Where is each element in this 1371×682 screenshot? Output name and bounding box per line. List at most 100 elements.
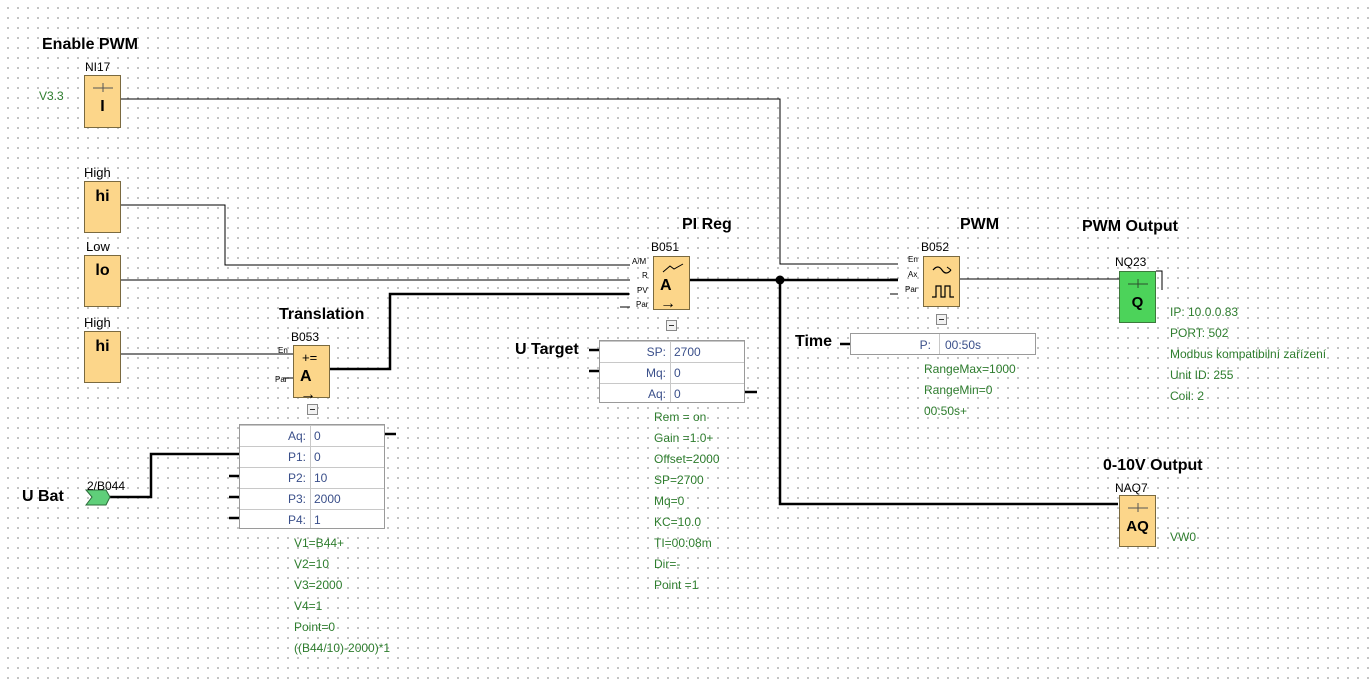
ubat-label: U Bat (22, 488, 64, 505)
param-row[interactable]: P3: 2000 (240, 488, 384, 509)
high-top-title: High (84, 165, 111, 180)
time-label: Time (795, 333, 833, 350)
param-row[interactable]: Mq: 0 (600, 362, 744, 383)
pin-label-par: Par (275, 375, 288, 384)
pin-label-par: Par (905, 285, 918, 294)
translation-id: B053 (291, 330, 320, 344)
analog-output-info-1: VW0 (1170, 530, 1197, 544)
pireg-info-3: Offset=2000 (654, 452, 720, 466)
block-symbol: hi (95, 188, 110, 205)
pireg-title: PI Reg (682, 216, 732, 233)
wire-translation-out (330, 292, 629, 371)
pireg-info-8: Dir=- (654, 557, 681, 571)
pin-label-am: A/M (632, 257, 647, 266)
pireg-info-9: Point =1 (654, 578, 699, 592)
arrow-right-icon: → (660, 295, 676, 312)
pireg-params-table: SP: 2700 Mq: 0 Aq: 0 (599, 340, 745, 403)
pwm-title: PWM (960, 216, 1000, 233)
translation-info-2: V2=10 (294, 557, 330, 571)
translation-info-4: V4=1 (294, 599, 323, 613)
block-symbol: lo (95, 262, 110, 279)
pin-label-par: Par (636, 300, 649, 309)
enable-pwm-param: V3.3 (39, 89, 64, 103)
block-b052-pwm[interactable] (923, 256, 960, 307)
pireg-info-1: Rem = on (654, 410, 707, 424)
pwm-wave-icon (932, 266, 954, 298)
param-value: 00:50s (945, 338, 982, 352)
block-nq23[interactable]: Q (1119, 271, 1156, 323)
pireg-info-2: Gain =1.0+ (654, 431, 714, 445)
network-input-icon (93, 83, 113, 92)
pwm-output-info-4: Unit ID: 255 (1170, 368, 1234, 382)
pireg-info-4: SP=2700 (654, 473, 704, 487)
analog-output-title: 0-10V Output (1103, 457, 1203, 474)
translation-info-5: Point=0 (294, 620, 336, 634)
utarget-label: U Target (515, 341, 579, 358)
collapse-button[interactable] (307, 404, 318, 415)
analog-output-id: NAQ7 (1115, 481, 1148, 495)
ubat-connector-icon (84, 489, 111, 506)
pwm-info-2: RangeMin=0 (924, 383, 993, 397)
block-high-bottom[interactable]: hi (84, 331, 121, 383)
pin-label-pv: PV (637, 286, 648, 295)
block-b053-translation[interactable]: += A → (293, 345, 330, 403)
pwm-output-info-3: Modbus kompatibilní zařízení (1170, 347, 1327, 361)
pwm-output-info-1: IP: 10.0.0.83 (1170, 305, 1239, 319)
pireg-info-7: TI=00:08m (654, 536, 712, 550)
block-symbol: hi (95, 338, 110, 355)
pi-curve-icon (662, 263, 684, 273)
block-high-top[interactable]: hi (84, 181, 121, 233)
network-output-icon (1128, 279, 1148, 288)
pireg-id: B051 (651, 240, 680, 254)
block-symbol: AQ (1126, 518, 1149, 535)
param-key: P: (919, 338, 931, 352)
param-row[interactable]: P2: 10 (240, 467, 384, 488)
translation-title: Translation (279, 306, 365, 323)
block-b051-pi-reg[interactable]: A → (653, 256, 690, 312)
pwm-output-info-2: PORT: 502 (1170, 326, 1229, 340)
pwm-id: B052 (921, 240, 950, 254)
param-row[interactable]: P4: 1 (240, 509, 384, 530)
svg-text:+=: += (302, 350, 317, 364)
pwm-output-id: NQ23 (1115, 255, 1147, 269)
collapse-button[interactable] (936, 314, 947, 325)
block-nI17[interactable]: I (84, 75, 121, 128)
ubat-ref: 2/B044 (87, 479, 126, 493)
param-row[interactable]: SP: 2700 (600, 341, 744, 362)
pwm-params-table[interactable]: P: 00:50s (850, 333, 1036, 355)
low-title: Low (86, 239, 110, 254)
param-row[interactable]: Aq: 0 (600, 383, 744, 404)
collapse-button[interactable] (666, 320, 677, 331)
enable-pwm-id: NI17 (85, 60, 111, 74)
wire-high-top (121, 204, 629, 266)
block-low[interactable]: lo (84, 255, 121, 307)
pwm-output-title: PWM Output (1082, 218, 1178, 235)
enable-pwm-title: Enable PWM (42, 36, 139, 53)
block-naq7[interactable]: AQ (1119, 495, 1156, 547)
translation-info-3: V3=2000 (294, 578, 343, 592)
wire-ubat (110, 452, 239, 499)
wire-nq23-comment (1156, 270, 1163, 290)
wire-enable (121, 98, 898, 265)
pwm-output-info-5: Coil: 2 (1170, 389, 1205, 403)
block-symbol: Q (1131, 294, 1144, 311)
plus-equals-icon: += (302, 350, 317, 364)
block-symbol: I (100, 98, 105, 115)
translation-info-1: V1=B44+ (294, 536, 345, 550)
translation-params-table: Aq: 0 P1: 0 P2: 10 P3: 2000 P4: 1 (239, 424, 385, 529)
pin-label-en: En (278, 346, 288, 355)
pin-label-en: En (908, 255, 918, 264)
param-row[interactable]: P1: 0 (240, 446, 384, 467)
pwm-info-1: RangeMax=1000 (924, 362, 1016, 376)
block-symbol: A → (660, 277, 676, 312)
arrow-right-icon: → (300, 386, 316, 403)
junction-dot (775, 275, 785, 285)
pwm-info-3: 00:50s+ (924, 404, 968, 418)
pin-label-r: R (642, 271, 648, 280)
high-bottom-title: High (84, 315, 111, 330)
param-row[interactable]: Aq: 0 (240, 425, 384, 446)
network-output-icon (1128, 503, 1148, 512)
pin-label-ax: Ax (908, 270, 918, 279)
block-symbol: A → (300, 368, 316, 403)
